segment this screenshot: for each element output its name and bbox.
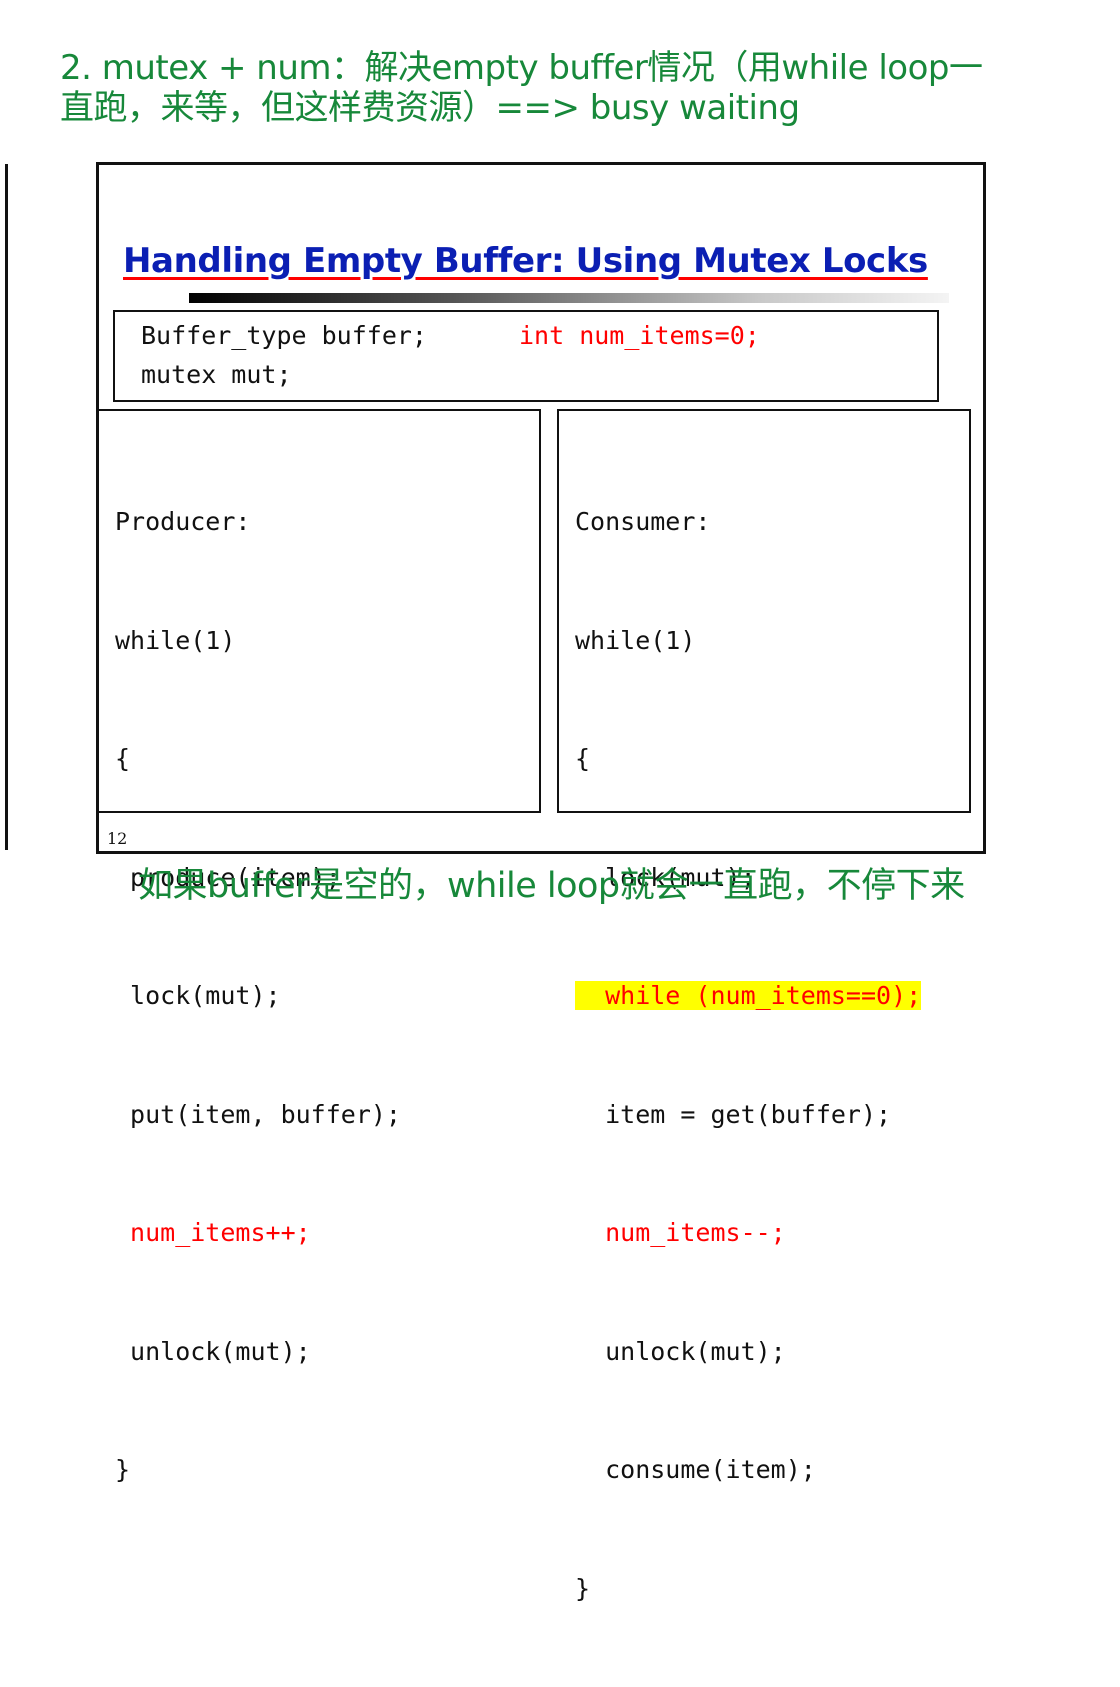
code-line: put(item, buffer); (115, 1099, 401, 1129)
code-line: Consumer: (575, 507, 711, 536)
busy-wait-highlight: while (num_items==0); (575, 981, 922, 1010)
code-line: Producer: (115, 507, 251, 536)
declarations-box: Buffer_type buffer; int num_items=0; mut… (113, 310, 939, 402)
declaration-buffer: Buffer_type buffer; (141, 321, 427, 350)
code-line: while(1) (575, 625, 696, 655)
code-line: while(1) (115, 625, 236, 655)
code-line: lock(mut); (115, 981, 281, 1010)
previous-slide-edge (0, 164, 8, 850)
code-line: lock(mut); (575, 862, 756, 892)
code-line: unlock(mut); (115, 1336, 311, 1366)
producer-box: Producer: while(1) { produce(item); lock… (97, 409, 541, 1484)
code-line: produce(item); (115, 862, 341, 892)
code-line: { (115, 744, 131, 773)
consumer-code: Consumer: while(1) { lock(mut); while (n… (575, 423, 922, 1687)
code-line-highlight: num_items--; (575, 1218, 786, 1247)
declaration-mutex: mutex mut; (141, 360, 292, 389)
code-line: item = get(buffer); (575, 1099, 892, 1129)
declaration-num-items: int num_items=0; (519, 321, 760, 350)
producer-code: Producer: while(1) { produce(item); lock… (115, 423, 401, 1569)
title-gradient-bar (189, 293, 949, 303)
consumer-box: Consumer: while(1) { lock(mut); while (n… (557, 409, 971, 1603)
code-line: { (575, 744, 591, 773)
code-line: consume(item); (575, 1455, 816, 1484)
code-line: unlock(mut); (575, 1336, 786, 1366)
code-line-highlight: num_items++; (115, 1218, 311, 1247)
annotation-bottom: 如果buffer是空的，while loop就会一直跑，不停下来 (138, 866, 965, 906)
annotation-line-1: 2. mutex + num：解决empty buffer情况（用while l… (60, 48, 983, 88)
code-line: } (575, 1573, 591, 1603)
slide: Handling Empty Buffer: Using Mutex Locks… (96, 162, 986, 1603)
code-line: } (115, 1455, 131, 1484)
code-line-busy-wait: while (num_items==0); (575, 976, 922, 1016)
annotation-line-2: 直跑，来等，但这样费资源）==> busy waiting (60, 88, 800, 128)
slide-title: Handling Empty Buffer: Using Mutex Locks (123, 241, 928, 281)
page-number: 12 (107, 829, 128, 848)
